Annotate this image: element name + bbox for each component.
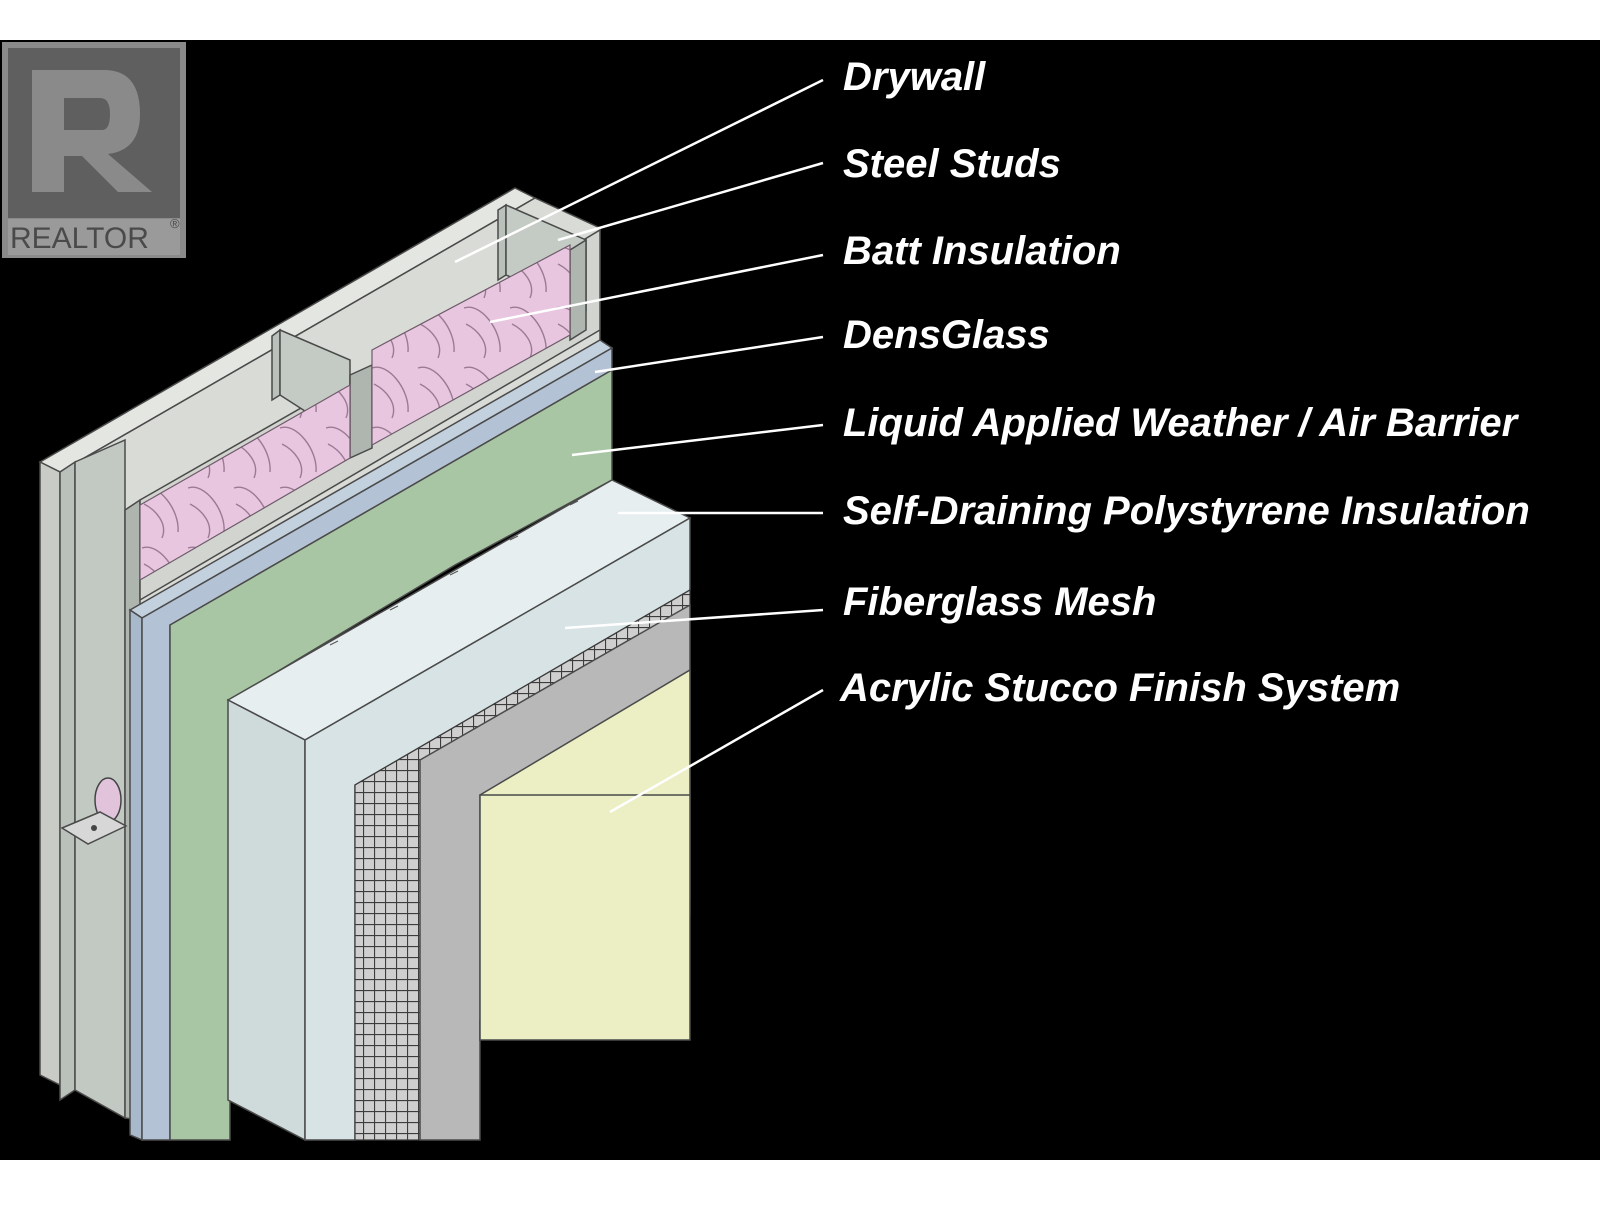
leader-air-barrier xyxy=(571,423,824,457)
logo-text: REALTOR xyxy=(10,222,149,255)
label-densglass: DensGlass xyxy=(843,313,1050,357)
air-barrier-layer xyxy=(169,368,613,1141)
layer-labels: Drywall Steel Studs Batt Insulation Dens… xyxy=(839,55,1530,710)
steel-stud-flange xyxy=(59,460,76,1102)
leader-batt-insulation xyxy=(489,253,824,324)
densglass-side-edge xyxy=(129,608,143,1142)
label-air-barrier: Liquid Applied Weather / Air Barrier xyxy=(843,401,1520,445)
leader-densglass xyxy=(594,335,824,374)
label-stucco-finish: Acrylic Stucco Finish System xyxy=(839,666,1400,710)
leader-drywall xyxy=(454,78,824,264)
logo-registered-mark: ® xyxy=(170,216,180,231)
label-drywall: Drywall xyxy=(843,55,986,99)
wall-assembly xyxy=(38,187,692,1142)
label-polystyrene-insulation: Self-Draining Polystyrene Insulation xyxy=(843,489,1530,533)
logo-text-band xyxy=(8,219,180,255)
batt-insulation-bay-1 xyxy=(139,383,351,582)
stud-clip-screw xyxy=(91,825,97,831)
drywall-edge xyxy=(39,460,61,1087)
leader-fiberglass-mesh xyxy=(564,608,824,630)
steel-stud-web xyxy=(74,438,126,1120)
leader-stucco-finish xyxy=(609,688,824,814)
leader-steel-studs xyxy=(557,161,824,242)
batt-insulation-bay-2 xyxy=(371,244,571,447)
polystyrene-drainage-grooves xyxy=(329,500,579,646)
label-fiberglass-mesh: Fiberglass Mesh xyxy=(843,580,1156,624)
stucco-finish-layer xyxy=(479,794,691,1041)
realtor-logo: REALTOR ® xyxy=(2,42,186,258)
polystyrene-side-face xyxy=(227,698,306,1142)
leader-lines xyxy=(454,78,824,814)
label-steel-studs: Steel Studs xyxy=(843,142,1061,186)
realtor-r-logo-icon xyxy=(32,70,152,192)
label-batt-insulation: Batt Insulation xyxy=(843,229,1121,273)
